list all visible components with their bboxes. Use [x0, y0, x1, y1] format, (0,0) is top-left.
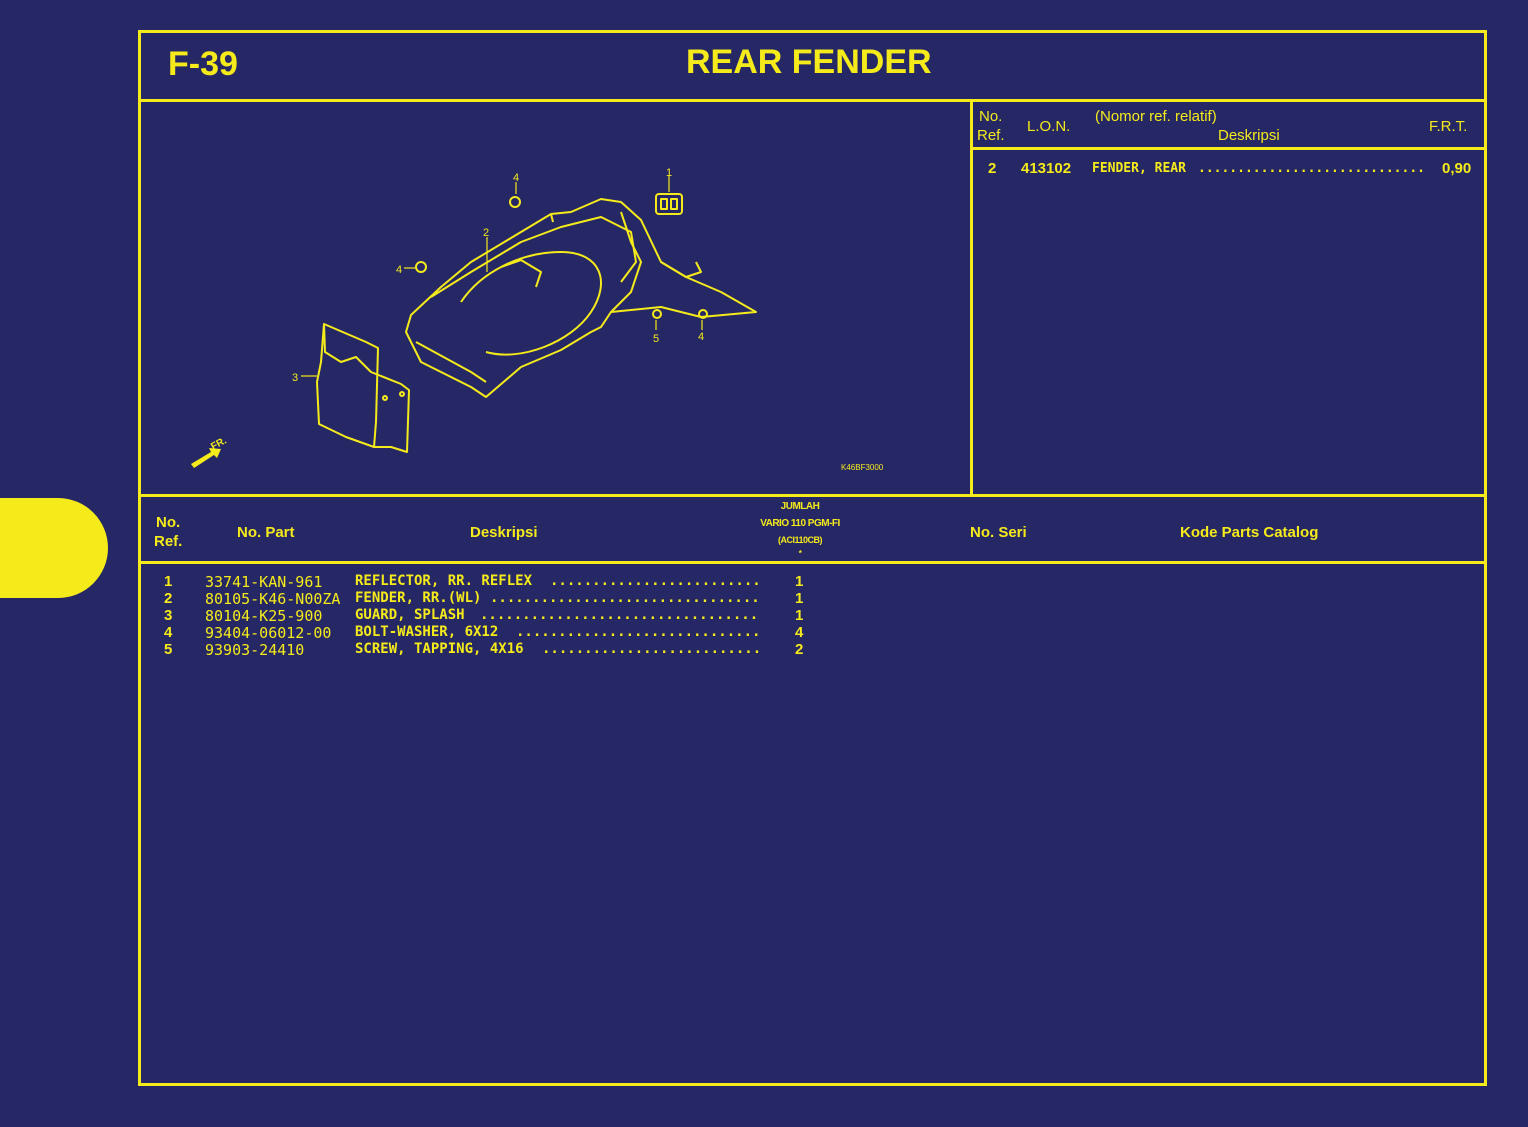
divider [138, 561, 1487, 564]
header-model-code: (ACI110CB) [777, 535, 823, 545]
qty-cell: 1 [795, 573, 804, 590]
leader-lines [301, 176, 703, 377]
callout-4: 4 [513, 172, 519, 184]
part-no-cell: 33741-KAN-961 [205, 573, 323, 591]
side-tab[interactable] [0, 498, 108, 598]
ref-cell: 2 [164, 590, 173, 607]
header-part-no: No. Part [237, 524, 295, 541]
part-no-cell: 80105-K46-N00ZA [205, 590, 341, 608]
dot-leader: ................................. [480, 607, 759, 623]
header-model: VARIO 110 PGM-FI [760, 517, 840, 529]
guard-splash-drawing [316, 323, 410, 453]
description-cell: FENDER, RR.(WL) [355, 590, 482, 606]
header-qty-mark: * [798, 548, 802, 558]
callout-4: 4 [698, 331, 704, 343]
callout-numbers: 1 2 3 4 4 4 5 [292, 167, 704, 384]
rear-fender-drawing [405, 198, 757, 398]
front-label: FR. [209, 435, 229, 452]
qty-cell: 2 [795, 641, 804, 658]
header-ref: Ref. [154, 533, 183, 550]
dot-leader: ............................. [516, 624, 761, 640]
qty-cell: 1 [795, 590, 804, 607]
header-catalog: Kode Parts Catalog [1180, 524, 1319, 541]
frt-header-description: Deskripsi [1218, 127, 1280, 144]
ref-cell: 1 [164, 573, 173, 590]
callout-5: 5 [653, 333, 659, 345]
divider [970, 100, 973, 496]
header-description: Deskripsi [470, 524, 538, 541]
frt-header-frt: F.R.T. [1429, 118, 1468, 135]
catalog-frame [138, 30, 1487, 1086]
reflector-drawing [655, 193, 683, 215]
description-cell: BOLT-WASHER, 6X12 [355, 624, 499, 640]
qty-cell: 4 [795, 624, 804, 641]
bolt-icons [415, 196, 708, 319]
frt-header-no: No. [979, 108, 1003, 125]
frt-header-lon: L.O.N. [1027, 118, 1071, 135]
ref-cell: 5 [164, 641, 173, 658]
part-no-cell: 80104-K25-900 [205, 607, 323, 625]
exploded-parts-diagram: 1 2 3 4 4 4 5 FR. K46BF3000 [191, 167, 884, 472]
ref-cell: 3 [164, 607, 173, 624]
header-qty: JUMLAH VARIO 110 PGM-FI (ACI110CB) * [740, 499, 860, 559]
callout-2: 2 [483, 227, 489, 239]
callout-1: 1 [666, 167, 672, 179]
page-title: REAR FENDER [686, 43, 932, 81]
frt-header-relative: (Nomor ref. relatif) [1095, 108, 1217, 125]
page-code: F-39 [168, 45, 238, 83]
frt-ref: 2 [988, 160, 997, 177]
dot-leader: ................................ [490, 590, 760, 606]
front-arrow-icon [191, 448, 221, 468]
dot-leader: ......................... [550, 573, 761, 589]
frt-value: 0,90 [1442, 160, 1472, 177]
ref-cell: 4 [164, 624, 173, 641]
divider [138, 99, 1487, 102]
callout-4: 4 [396, 264, 402, 276]
dot-leader: ............................. [1198, 161, 1425, 176]
header-no: No. [156, 514, 181, 531]
description-cell: REFLECTOR, RR. REFLEX [355, 573, 533, 589]
dot-leader: .......................... [542, 641, 762, 657]
header-qty-label: JUMLAH [780, 501, 820, 512]
description-cell: GUARD, SPLASH [355, 607, 465, 623]
qty-cell: 1 [795, 607, 804, 624]
frt-row: 2 413102 FENDER, REAR ..................… [972, 160, 1484, 178]
divider [972, 147, 1484, 150]
diagram-code: K46BF3000 [841, 463, 884, 472]
frt-description: FENDER, REAR [1092, 161, 1186, 176]
callout-3: 3 [292, 372, 298, 384]
description-cell: SCREW, TAPPING, 4X16 [355, 641, 524, 657]
part-no-cell: 93404-06012-00 [205, 624, 332, 642]
frt-lon: 413102 [1021, 160, 1072, 177]
part-no-cell: 93903-24410 [205, 641, 305, 659]
frt-header-ref: Ref. [977, 127, 1005, 144]
header-serial: No. Seri [970, 524, 1027, 541]
divider [138, 494, 1487, 497]
